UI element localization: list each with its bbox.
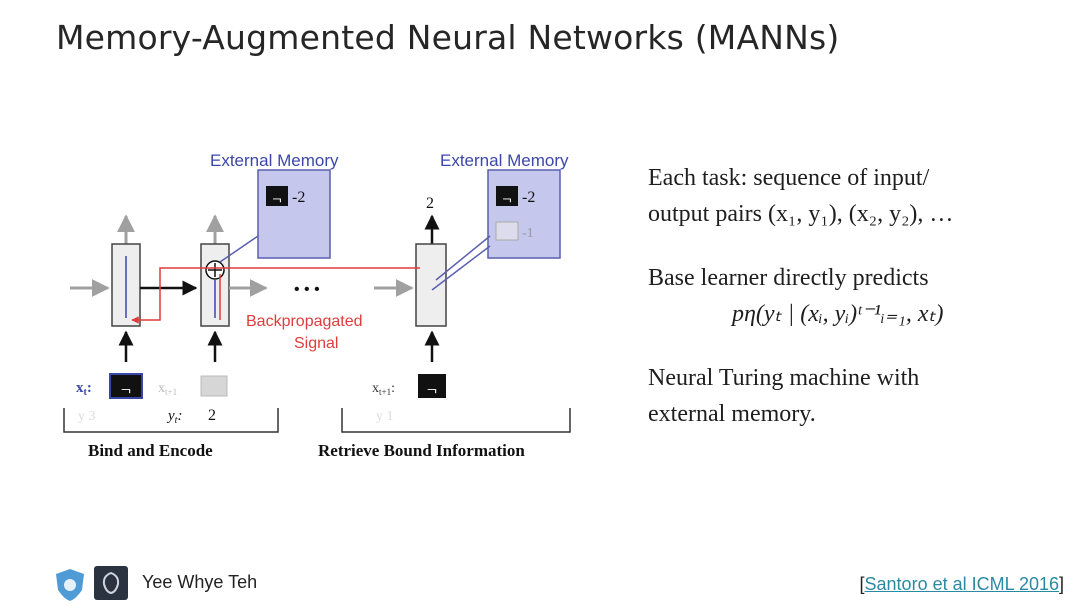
citation: [Santoro et al ICML 2016]: [860, 574, 1064, 595]
dots: • • •: [294, 281, 320, 298]
bullet-base-learner-line1: Base learner directly predicts: [648, 265, 929, 291]
x-t-label: xt:: [76, 380, 92, 398]
faded-input-right: y 1: [376, 409, 394, 424]
bullet-task-line2: output pairs (x₁, y₁), (x₂, y₂), …: [648, 201, 954, 227]
deepmind-logo-icon: [94, 566, 128, 600]
memory-left-title: External Memory: [210, 151, 339, 170]
x-t-glyph: [109, 373, 143, 399]
bullet-ntm-line1: Neural Turing machine with: [648, 365, 920, 391]
retrieve-label: Retrieve Bound Information: [318, 441, 525, 460]
memory-left-box: [257, 169, 331, 259]
x-t-glyph-mark: ᆨ: [120, 379, 133, 395]
faded-input: y 3: [78, 409, 96, 424]
backprop-label-2: Signal: [294, 335, 338, 352]
bullet-ntm: Neural Turing machine with external memo…: [648, 360, 1068, 432]
backprop-signal: [131, 267, 420, 324]
citation-open: [: [859, 574, 865, 594]
y-t-value: 2: [208, 407, 216, 424]
x-t1-right-label: xt+1:: [372, 381, 395, 397]
memory-left-value: -2: [292, 189, 305, 206]
read-link-2: [431, 245, 491, 291]
citation-close: ]: [1058, 574, 1064, 594]
prediction-formula: pη(yₜ | (xᵢ, yᵢ)ᵗ⁻¹ᵢ₌₁, xₜ): [732, 301, 944, 327]
memory-right-glyph2: [495, 221, 519, 241]
cell-3: [415, 243, 447, 327]
read-link-1: [435, 235, 491, 281]
bullet-list: Each task: sequence of input/ output pai…: [648, 160, 1068, 460]
slide-title: Memory-Augmented Neural Networks (MANNs): [56, 18, 840, 57]
memory-right-value2: -1: [522, 226, 534, 241]
memory-right-value1: -2: [522, 189, 535, 206]
oxford-logo-icon: [56, 569, 84, 601]
mann-diagram: External Memory ᆨ -2 External Memory ᆨ -…: [63, 151, 571, 460]
bullet-ntm-line2: external memory.: [648, 401, 816, 427]
bind-bracket: [63, 408, 279, 433]
bullet-task-line1: Each task: sequence of input/: [648, 165, 930, 191]
y-t-label: yt:: [166, 408, 182, 426]
memory-right-glyph1: [496, 186, 518, 206]
memory-right-title: External Memory: [440, 151, 569, 170]
write-link: [219, 235, 259, 263]
bind-label: Bind and Encode: [88, 441, 213, 460]
citation-link[interactable]: Santoro et al ICML 2016: [864, 574, 1059, 594]
memory-right-box: [487, 169, 561, 259]
x-t1-glyph: [200, 375, 228, 397]
x-t1-label: xt+1: [158, 381, 177, 397]
presenter-name: Yee Whye Teh: [142, 572, 258, 592]
x-t1-right-glyph: [418, 374, 446, 398]
backprop-label-1: Backpropagated: [246, 313, 363, 330]
memory-right-glyph1-mark: ᆨ: [501, 189, 513, 204]
retrieve-bracket: [341, 408, 571, 433]
bullet-task: Each task: sequence of input/ output pai…: [648, 160, 1068, 232]
x-t1-right-glyph-mark: ᆨ: [426, 379, 439, 395]
bullet-base-learner: Base learner directly predicts pη(yₜ | (…: [648, 260, 1068, 332]
memory-left-glyph: [266, 186, 288, 206]
output-label: 2: [426, 195, 434, 212]
memory-left-glyph-mark: ᆨ: [271, 189, 283, 204]
